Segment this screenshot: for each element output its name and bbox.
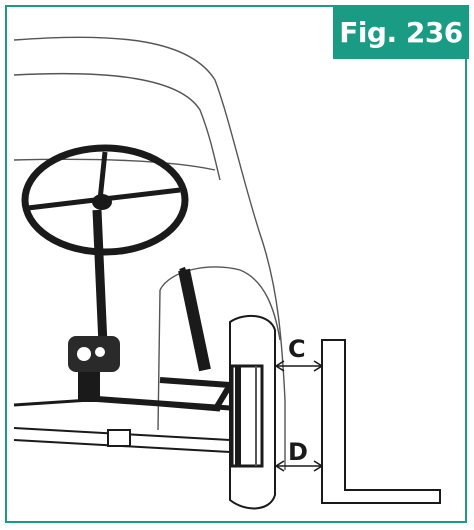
wheel-tyre bbox=[229, 314, 276, 510]
dimension-d-marker bbox=[275, 460, 323, 472]
car-body-outline bbox=[13, 36, 286, 470]
steering-wheel bbox=[21, 144, 189, 256]
steering-box bbox=[68, 336, 120, 402]
tie-rod-assembly bbox=[13, 395, 231, 453]
figure-label: Fig. 236 bbox=[333, 5, 469, 59]
steering-column bbox=[92, 209, 108, 346]
measurement-bracket bbox=[321, 339, 441, 504]
shock-absorber bbox=[178, 266, 211, 372]
dimension-d-label: D bbox=[288, 438, 308, 466]
dimension-c-marker bbox=[275, 360, 323, 372]
dimension-c-label: C bbox=[288, 335, 306, 363]
